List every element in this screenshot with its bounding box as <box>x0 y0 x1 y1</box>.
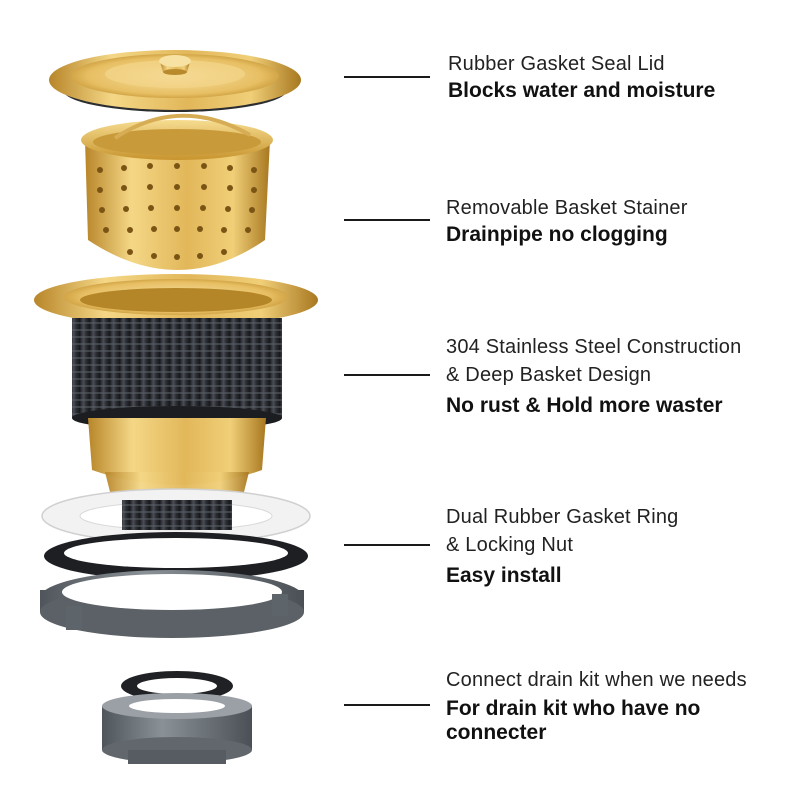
label-title: Connect drain kit when we needs <box>446 669 747 691</box>
gasket-ring-and-nut-part <box>40 488 311 638</box>
label-title: Dual Rubber Gasket Ring <box>446 506 679 528</box>
label-gasket-ring: Dual Rubber Gasket Ring & Locking Nut Ea… <box>446 503 679 589</box>
label-title: 304 Stainless Steel Construction <box>446 336 742 358</box>
label-benefit-line2: connecter <box>446 721 547 744</box>
label-benefit: Blocks water and moisture <box>448 79 716 102</box>
label-benefit: For drain kit who have no <box>446 697 701 720</box>
leader-line-connector <box>344 704 430 706</box>
label-drain-kit: Connect drain kit when we needs For drai… <box>446 666 747 744</box>
label-benefit: Drainpipe no clogging <box>446 223 668 246</box>
label-construction: 304 Stainless Steel Construction & Deep … <box>446 333 741 419</box>
label-basket-strainer: Removable Basket Stainer Drainpipe no cl… <box>446 194 688 248</box>
leader-line-basket <box>344 219 430 221</box>
leader-line-body <box>344 374 430 376</box>
label-benefit: No rust & Hold more waster <box>446 394 723 417</box>
label-seal-lid: Rubber Gasket Seal Lid Blocks water and … <box>448 50 715 104</box>
label-title-line2: & Deep Basket Design <box>446 364 652 386</box>
drain-kit-connector-part <box>102 671 252 764</box>
label-title: Rubber Gasket Seal Lid <box>448 53 665 75</box>
label-title-line2: & Locking Nut <box>446 534 574 556</box>
basket-strainer-part <box>81 113 273 270</box>
leader-line-lid <box>344 76 430 78</box>
seal-lid-part <box>49 50 301 112</box>
leader-line-gasket <box>344 544 430 546</box>
label-title: Removable Basket Stainer <box>446 197 688 219</box>
label-benefit: Easy install <box>446 564 562 587</box>
